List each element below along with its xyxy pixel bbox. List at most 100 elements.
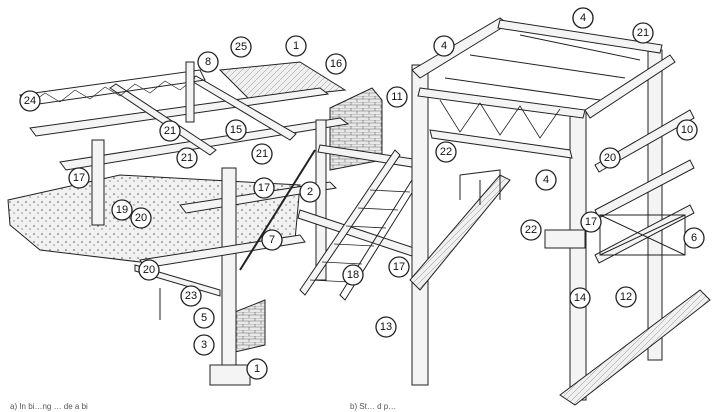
callout-10: 10 xyxy=(676,119,698,141)
left-structure xyxy=(7,61,421,386)
callout-label: 21 xyxy=(181,152,193,164)
callout-4: 4 xyxy=(572,7,594,29)
ground-slab xyxy=(559,289,711,406)
callout-label: 11 xyxy=(391,91,402,103)
callout-4: 4 xyxy=(433,35,455,57)
callout-22: 22 xyxy=(520,219,542,241)
callout-label: 10 xyxy=(681,124,693,136)
portal-column xyxy=(569,109,587,401)
roof-truss xyxy=(429,129,573,159)
callout-label: 23 xyxy=(185,290,197,302)
callout-3: 3 xyxy=(193,334,215,356)
callout-20: 20 xyxy=(130,207,152,229)
callout-label: 5 xyxy=(201,312,207,324)
roof-rafter xyxy=(411,17,509,79)
callout-label: 7 xyxy=(269,234,275,246)
callout-label: 12 xyxy=(620,291,632,303)
floor-beam-1 xyxy=(29,87,330,137)
callout-label: 22 xyxy=(440,146,452,158)
callout-label: 25 xyxy=(235,41,247,53)
stair-stringer xyxy=(299,149,401,296)
roof-rafter xyxy=(417,87,586,119)
callout-12: 12 xyxy=(615,286,637,308)
callout-label: 16 xyxy=(330,58,342,70)
callout-label: 1 xyxy=(254,363,260,375)
walkway-platform xyxy=(409,174,511,291)
callout-label: 22 xyxy=(525,224,537,236)
callout-15: 15 xyxy=(225,119,247,141)
callout-label: 21 xyxy=(637,27,649,39)
callout-6: 6 xyxy=(683,227,705,249)
callout-label: 14 xyxy=(574,292,586,304)
callout-label: 21 xyxy=(164,125,176,137)
column-base xyxy=(209,364,251,386)
column xyxy=(91,139,105,226)
callout-20: 20 xyxy=(138,259,160,281)
girt xyxy=(594,159,695,219)
callout-21: 21 xyxy=(176,147,198,169)
callout-8: 8 xyxy=(197,51,219,73)
callout-label: 8 xyxy=(205,56,211,68)
brick-wall-lower xyxy=(234,299,266,353)
callout-label: 21 xyxy=(256,148,268,160)
callout-20: 20 xyxy=(599,147,621,169)
callout-label: 2 xyxy=(307,186,313,198)
callout-19: 19 xyxy=(111,199,133,221)
callout-16: 16 xyxy=(325,53,347,75)
callout-1: 1 xyxy=(246,358,268,380)
callout-label: 6 xyxy=(691,232,697,244)
cantilever-bracket xyxy=(544,229,586,249)
callout-label: 15 xyxy=(230,124,242,136)
caption-right: b) St… d p… xyxy=(350,402,396,411)
callout-22: 22 xyxy=(435,141,457,163)
portal-column xyxy=(647,49,663,361)
callout-21: 21 xyxy=(251,143,273,165)
callout-1: 1 xyxy=(285,35,307,57)
callout-25: 25 xyxy=(230,36,252,58)
callout-label: 20 xyxy=(135,212,147,224)
callout-label: 4 xyxy=(580,12,586,24)
callout-7: 7 xyxy=(261,229,283,251)
callout-label: 17 xyxy=(73,172,85,184)
callout-13: 13 xyxy=(375,316,397,338)
callout-21: 21 xyxy=(632,22,654,44)
callout-5: 5 xyxy=(193,307,215,329)
callout-label: 19 xyxy=(116,204,128,216)
column xyxy=(185,61,195,123)
floor-beam-3 xyxy=(179,181,338,214)
callout-label: 20 xyxy=(143,264,155,276)
caption-left: a) In bi…ng … de a bi xyxy=(10,402,88,411)
right-structure xyxy=(409,17,711,406)
diagonal-brace xyxy=(239,149,316,271)
guardrail xyxy=(459,169,501,205)
roof-rafter xyxy=(584,54,676,119)
callout-21: 21 xyxy=(159,120,181,142)
roof-rafter xyxy=(497,19,663,54)
callout-label: 3 xyxy=(201,339,207,351)
callout-label: 4 xyxy=(441,40,447,52)
callout-17: 17 xyxy=(253,177,275,199)
callout-label: 1 xyxy=(293,40,299,52)
callout-17: 17 xyxy=(68,167,90,189)
callout-23: 23 xyxy=(180,285,202,307)
callout-label: 13 xyxy=(380,321,392,333)
callout-label: 18 xyxy=(347,269,359,281)
callout-14: 14 xyxy=(569,287,591,309)
portal-column xyxy=(411,64,429,386)
callout-2: 2 xyxy=(299,181,321,203)
callout-label: 17 xyxy=(393,261,405,273)
callout-11: 11 xyxy=(386,86,408,108)
callout-label: 24 xyxy=(24,95,36,107)
callout-18: 18 xyxy=(342,264,364,286)
callout-label: 4 xyxy=(543,174,549,186)
callout-4: 4 xyxy=(535,169,557,191)
callout-label: 17 xyxy=(258,182,270,194)
callout-17: 17 xyxy=(580,211,602,233)
callout-label: 20 xyxy=(604,152,616,164)
column xyxy=(221,167,237,369)
callout-24: 24 xyxy=(19,90,41,112)
callout-17: 17 xyxy=(388,256,410,278)
roof-purlin xyxy=(444,34,641,101)
